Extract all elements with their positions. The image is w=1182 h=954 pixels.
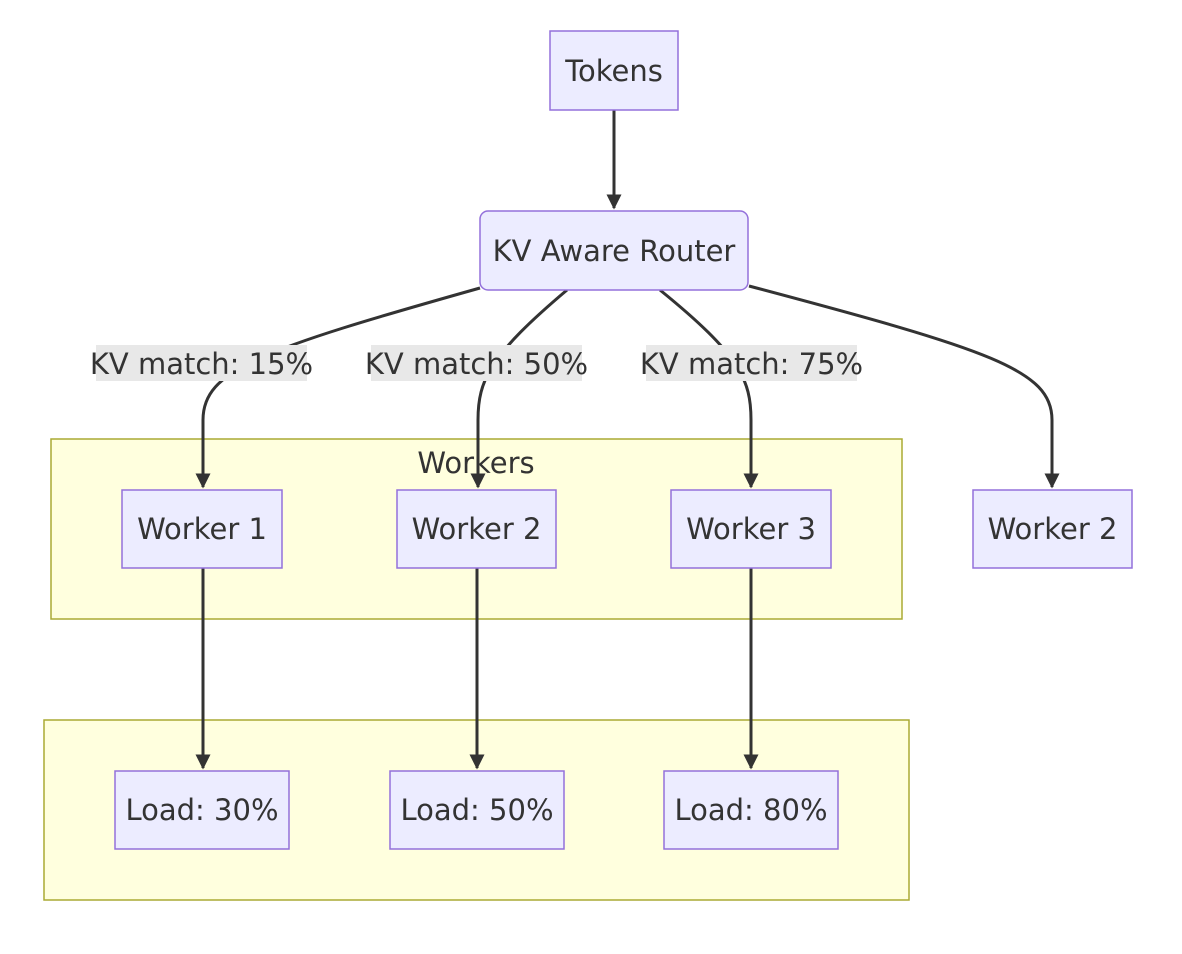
node-load-50-label: Load: 50% [400,793,553,827]
node-load-30-label: Load: 30% [125,793,278,827]
node-worker-2-outside-label: Worker 2 [988,512,1118,546]
node-load-80: Load: 80% [663,770,839,850]
node-tokens-label: Tokens [564,54,663,88]
edge-label-kv-75: KV match: 75% [640,345,863,381]
node-router-label: KV Aware Router [493,234,736,268]
node-load-50: Load: 50% [389,770,565,850]
edge-label-text-kv-15: KV match: 15% [90,347,313,381]
edge-label-text-kv-75: KV match: 75% [640,347,863,381]
edge-label-kv-50: KV match: 50% [365,345,588,381]
node-worker-3-label: Worker 3 [686,512,816,546]
node-worker-1-label: Worker 1 [137,512,267,546]
workers-cluster-label: Workers [417,446,534,480]
node-worker-3: Worker 3 [670,489,832,569]
node-worker-2-outside: Worker 2 [972,489,1133,569]
node-router: KV Aware Router [479,210,749,291]
node-worker-1: Worker 1 [121,489,283,569]
node-load-30: Load: 30% [114,770,290,850]
node-tokens: Tokens [549,30,679,111]
node-worker-2: Worker 2 [396,489,557,569]
edge-label-kv-15: KV match: 15% [90,345,313,381]
node-load-80-label: Load: 80% [674,793,827,827]
node-worker-2-label: Worker 2 [412,512,542,546]
edge-label-text-kv-50: KV match: 50% [365,347,588,381]
edge-router-worker2-outside [748,284,1060,489]
